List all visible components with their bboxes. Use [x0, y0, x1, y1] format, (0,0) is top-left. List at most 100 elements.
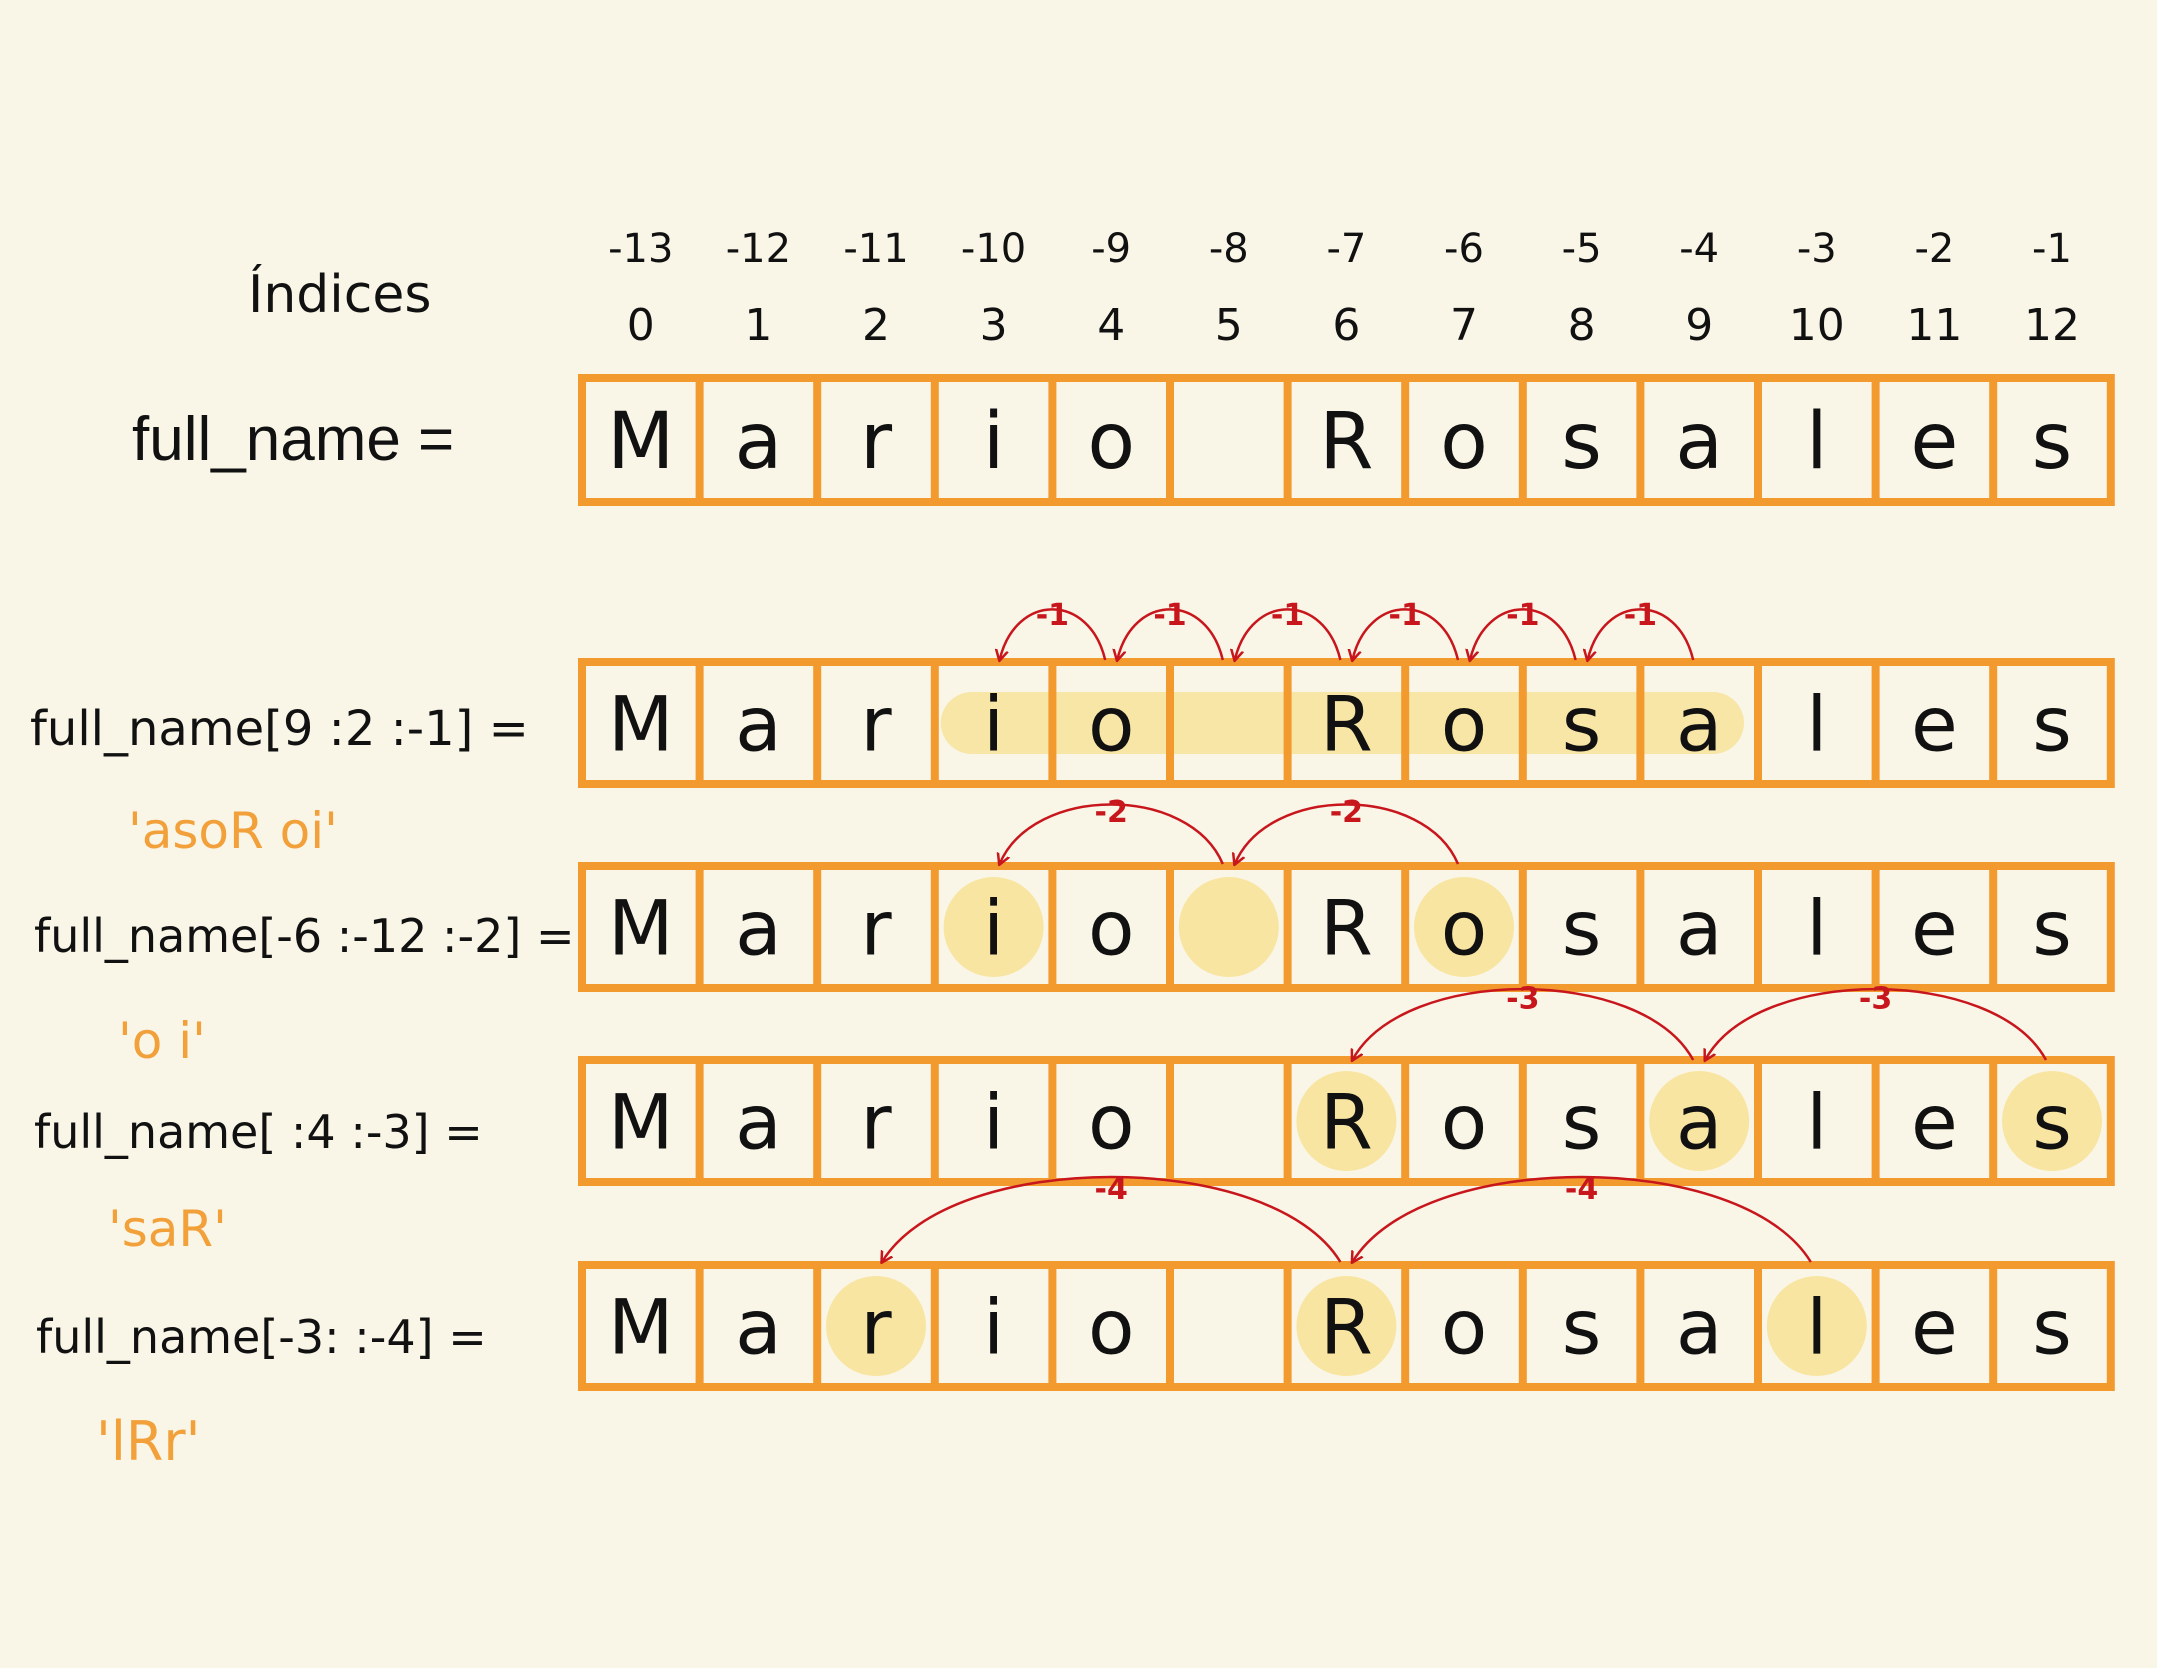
negative-index-label: -1 — [2032, 226, 2072, 272]
cell-character: e — [1911, 1077, 1958, 1166]
array-cell: R — [1283, 378, 1374, 502]
array-cell: a — [695, 866, 782, 988]
positive-index-label: 6 — [1332, 300, 1360, 351]
array-cell: l — [1754, 378, 1828, 502]
negative-index-label: -9 — [1091, 226, 1131, 272]
cell-character: M — [608, 1077, 674, 1166]
array-cell: s — [1518, 378, 1602, 502]
highlight-band — [940, 692, 1744, 754]
array-cell: i — [930, 662, 1004, 784]
negative-index-label: -11 — [843, 226, 908, 272]
positive-index-label: 5 — [1215, 300, 1243, 351]
positive-index-label: 11 — [1906, 300, 1962, 351]
cell-character: e — [1911, 679, 1958, 768]
highlight-circle — [1296, 1276, 1397, 1376]
cell-character: r — [860, 1282, 892, 1371]
step-arrow — [1000, 608, 1107, 660]
cell-character: M — [608, 883, 674, 972]
cell-character: a — [735, 883, 782, 972]
cell-character: s — [2032, 397, 2073, 487]
highlight-circle — [943, 877, 1044, 977]
array-cell: s — [1989, 378, 2073, 502]
array-cell: l — [1754, 866, 1827, 988]
cell-character: a — [735, 679, 782, 768]
cell-character: a — [1675, 397, 1723, 487]
slice-expression: full_name[9 :2 :-1] = — [30, 701, 529, 757]
array-cell: a — [1636, 1060, 1723, 1182]
positive-index-label: 7 — [1450, 300, 1478, 351]
negative-index-label: -13 — [608, 226, 673, 272]
indices-title: Índices — [248, 264, 431, 325]
step-label: -3 — [1859, 982, 1892, 1017]
cell-character: i — [983, 397, 1005, 487]
array-cell: s — [1989, 1060, 2072, 1182]
step-arrow — [1000, 803, 1224, 864]
array-cell: r — [813, 866, 892, 988]
array-cell: M — [607, 397, 674, 487]
cell-character: a — [1676, 1077, 1723, 1166]
highlight-circle — [826, 1276, 926, 1376]
cell-character: l — [1806, 883, 1827, 972]
positive-index-label: 12 — [2024, 300, 2080, 351]
step-arrows: -4-4 — [882, 1172, 1812, 1262]
array-outline — [578, 374, 2115, 506]
cell-character: R — [1320, 679, 1373, 768]
cell-character: r — [860, 679, 892, 768]
cell-character: a — [735, 1282, 782, 1371]
array-cell: o — [1048, 662, 1134, 784]
cell-character: i — [983, 679, 1004, 768]
step-arrow — [1235, 803, 1460, 864]
array-cell: M — [608, 883, 674, 972]
cell-character: o — [1088, 1077, 1135, 1166]
cell-character: R — [1320, 883, 1373, 972]
step-label: -2 — [1330, 795, 1363, 830]
array-cell: a — [1636, 378, 1723, 502]
cell-character: l — [1806, 397, 1828, 487]
highlight-layer — [940, 692, 1744, 754]
step-arrow — [1352, 987, 1695, 1060]
assign-label: full_name = — [132, 405, 454, 474]
step-label: -1 — [1506, 598, 1539, 633]
array-cell: i — [930, 378, 1005, 502]
negative-index-row: -13-12-11-10-9-8-7-6-5-4-3-2-1 — [608, 226, 2072, 272]
step-label: -1 — [1624, 598, 1657, 633]
slice-result: 'o i' — [118, 1012, 206, 1070]
array-cell: R — [1283, 662, 1373, 784]
array-cell: l — [1754, 662, 1827, 784]
step-arrows: -3 -3 — [1352, 982, 2048, 1060]
step-arrow — [1352, 1175, 1812, 1262]
array-cell: M — [608, 679, 674, 768]
cell-character: s — [1561, 397, 1602, 487]
array-cell: s — [1518, 1265, 1601, 1387]
cell-character: a — [735, 1077, 782, 1166]
cell-character: a — [734, 397, 782, 487]
array-cell: o — [1401, 662, 1487, 784]
cell-character: r — [860, 883, 892, 972]
array-cell: s — [1518, 1060, 1601, 1182]
negative-index-label: -3 — [1797, 226, 1837, 272]
step-arrow — [1352, 608, 1460, 660]
array-cell: s — [1518, 866, 1601, 988]
step-label: -1 — [1271, 598, 1304, 633]
cell-character: o — [1441, 1282, 1488, 1371]
step-label: -3 — [1506, 982, 1539, 1017]
slice-result: 'lRr' — [96, 1410, 200, 1473]
highlight-circle — [2002, 1071, 2102, 1171]
array-cell: o — [1048, 866, 1134, 988]
cell-character: R — [1320, 1282, 1373, 1371]
array-cell: r — [813, 1060, 892, 1182]
array-cell: a — [695, 378, 782, 502]
array-cell: a — [1636, 662, 1722, 784]
cell-character: a — [1676, 1282, 1723, 1371]
array-cell: i — [930, 866, 1004, 988]
array-cell: i — [930, 1060, 1004, 1182]
array-cell: a — [695, 1265, 782, 1387]
cell-character: o — [1441, 883, 1488, 972]
